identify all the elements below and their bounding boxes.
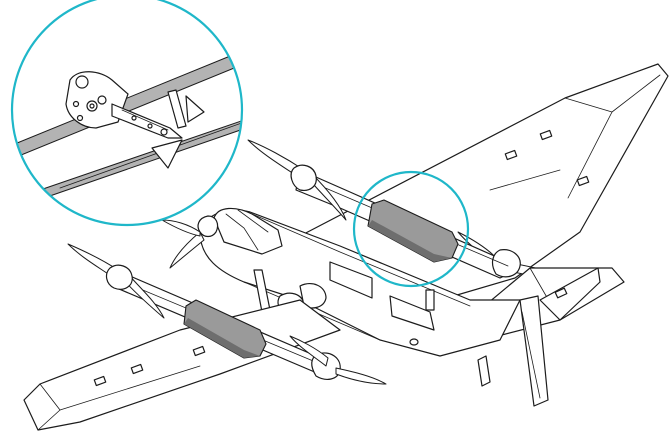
cockpit <box>197 207 283 255</box>
right-front-propeller <box>247 139 347 221</box>
left-battery-pod <box>183 299 267 359</box>
right-battery-pod <box>367 199 459 263</box>
focus-ring <box>352 170 470 288</box>
detail-callout <box>10 0 244 227</box>
left-wing <box>23 299 341 431</box>
landing-gear <box>253 269 435 317</box>
left-rear-propeller <box>289 335 387 385</box>
left-front-propeller <box>67 243 165 319</box>
nose-propeller <box>161 219 205 269</box>
